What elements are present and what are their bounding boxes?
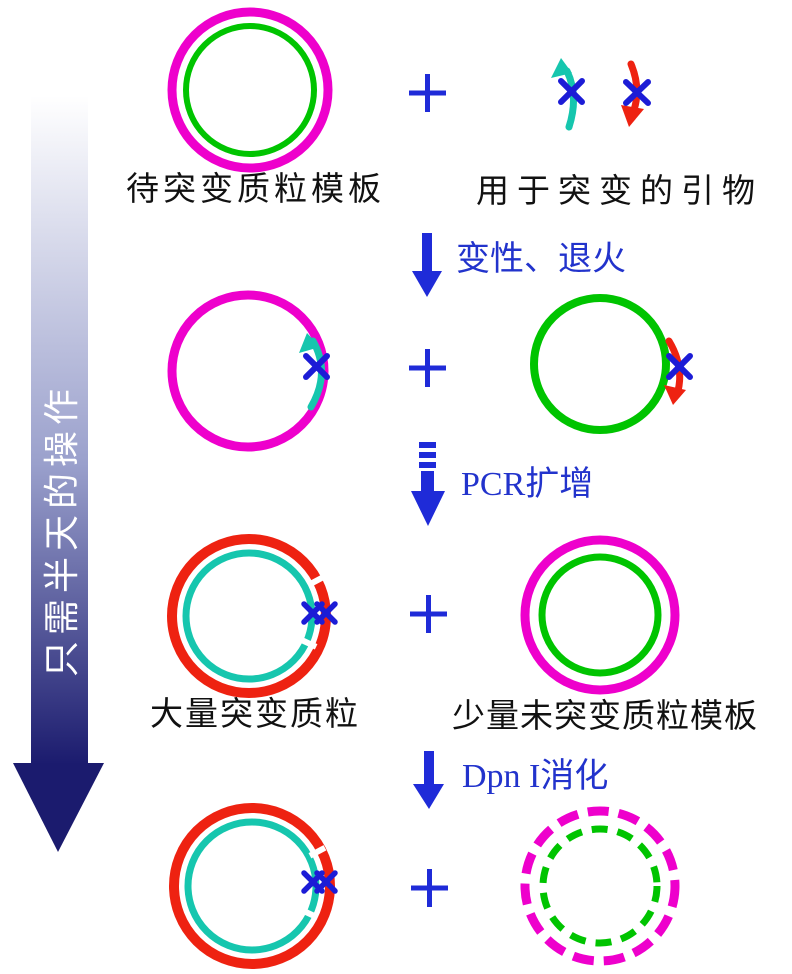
step-pcr-amplify-label: PCR扩增 bbox=[461, 466, 594, 503]
template-plasmid bbox=[167, 7, 333, 173]
template-plasmid-label: 待突变质粒模板 bbox=[126, 172, 385, 208]
reverse-primer-arrow bbox=[621, 60, 644, 127]
double-x-mark-icon bbox=[301, 601, 338, 625]
denatured-template-strand-2 bbox=[530, 294, 686, 434]
mutant-plasmid-label: 大量突变质粒 bbox=[150, 697, 360, 733]
mutant-plasmid bbox=[167, 534, 331, 698]
timeline-label: 只需半天的操作 bbox=[42, 382, 82, 678]
double-x-mark-icon bbox=[301, 870, 338, 894]
x-mark-icon bbox=[303, 353, 330, 380]
nick-gap bbox=[307, 574, 326, 588]
plus-icon bbox=[410, 595, 447, 633]
mutagenic-primers-label: 用于突变的引物 bbox=[476, 174, 763, 210]
dashed-down-arrow-icon bbox=[411, 442, 445, 526]
plus-icon bbox=[409, 74, 446, 112]
timeline-arrow bbox=[13, 96, 104, 852]
plus-icon bbox=[409, 349, 446, 387]
step-dpn1-digest-label: Dpn I消化 bbox=[462, 758, 609, 795]
nick-gap bbox=[299, 906, 318, 920]
down-arrow-icon bbox=[412, 233, 442, 297]
down-arrow-icon bbox=[413, 751, 444, 809]
x-mark-icon bbox=[666, 353, 693, 380]
step-denature-anneal-label: 变性、退火 bbox=[456, 241, 626, 278]
x-mark-icon bbox=[558, 78, 585, 105]
x-mark-icon bbox=[623, 79, 651, 106]
unmutated-template-plasmid bbox=[520, 535, 680, 695]
nick-gap bbox=[299, 636, 318, 650]
unmutated-template-label: 少量未突变质粒模板 bbox=[452, 699, 758, 735]
digested-template-plasmid bbox=[520, 806, 680, 966]
plus-icon bbox=[411, 869, 448, 907]
nick-gap bbox=[308, 845, 327, 859]
denatured-template-strand bbox=[167, 290, 329, 452]
